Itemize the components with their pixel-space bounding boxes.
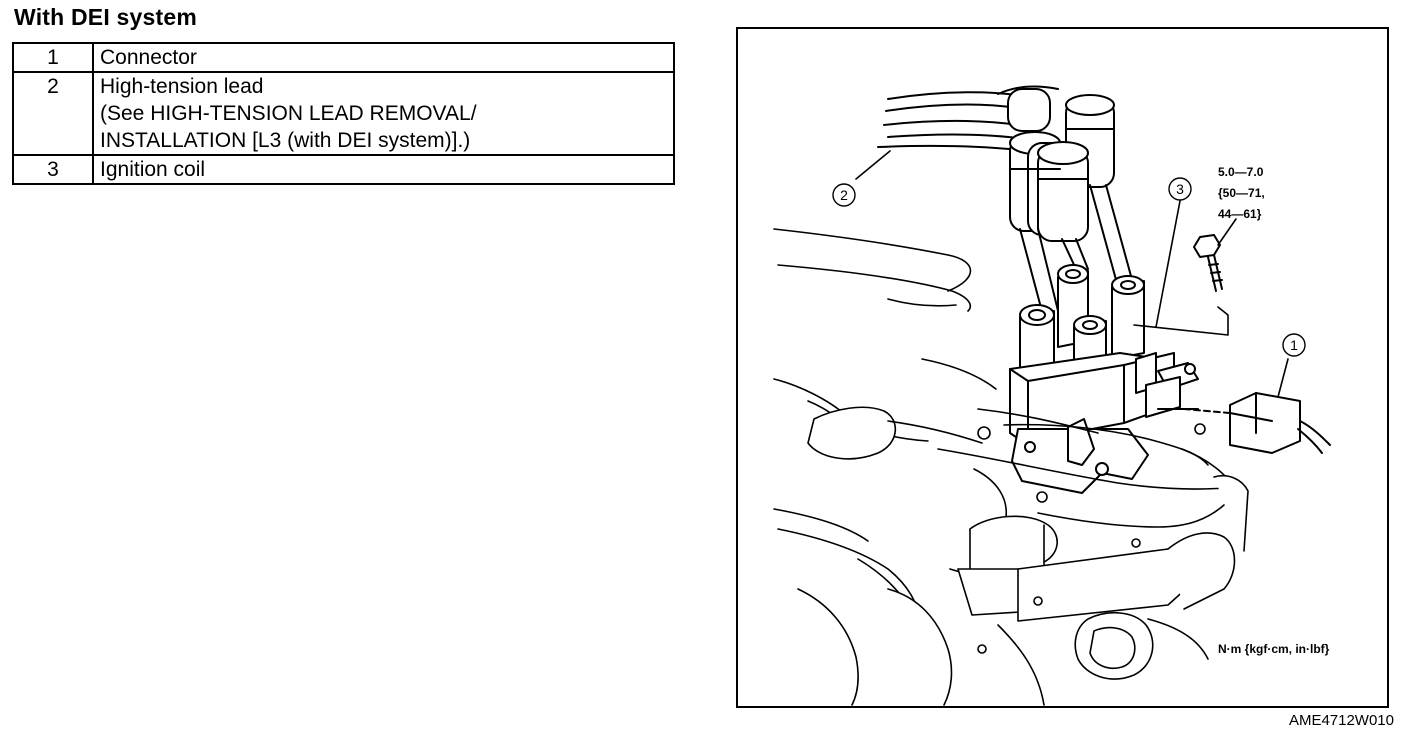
part-description-line: (See HIGH-TENSION LEAD REMOVAL/ <box>100 102 477 125</box>
callout-3-label: 3 <box>1176 181 1184 197</box>
part-description-line: Connector <box>100 46 197 69</box>
torque-spec: 5.0—7.0 {50—71, 44—61} <box>1218 165 1265 221</box>
table-row: 1 Connector <box>12 42 675 73</box>
connector-drawing <box>1183 392 1331 454</box>
part-description-line: High-tension lead <box>100 75 264 98</box>
ignition-coil-drawing <box>1009 352 1199 494</box>
part-description: High-tension lead (See HIGH-TENSION LEAD… <box>92 71 675 156</box>
table-row: 2 High-tension lead (See HIGH-TENSION LE… <box>12 71 675 156</box>
ignition-coil-illustration: 1 2 3 5.0—7.0 {50—71, 44—61} N·m {kgf·cm… <box>736 27 1389 708</box>
part-description-line: Ignition coil <box>100 158 206 181</box>
part-description: Connector <box>92 42 675 73</box>
lead-boots-drawing <box>1007 88 1115 242</box>
engine-head-drawing <box>773 228 1239 626</box>
torque-spec-line: {50—71, <box>1218 186 1265 200</box>
parts-table: 1 Connector 2 High-tension lead (See HIG… <box>12 42 675 185</box>
part-number: 1 <box>12 42 94 73</box>
callout-2-label: 2 <box>840 187 848 203</box>
table-row: 3 Ignition coil <box>12 154 675 185</box>
callout-2: 2 <box>832 183 856 207</box>
part-description: Ignition coil <box>92 154 675 185</box>
part-description-line: INSTALLATION [L3 (with DEI system)].) <box>100 129 471 152</box>
part-number: 2 <box>12 71 94 156</box>
callout-3: 3 <box>1168 177 1192 201</box>
plug-shafts-drawing <box>1019 184 1135 320</box>
torque-units: N·m {kgf·cm, in·lbf} <box>1218 642 1330 656</box>
figure-id: AME4712W010 <box>1288 712 1394 729</box>
leader-lines <box>855 150 1289 398</box>
section-heading: With DEI system <box>14 4 198 30</box>
torque-spec-line: 5.0—7.0 <box>1218 165 1264 179</box>
torque-spec-line: 44—61} <box>1218 207 1262 221</box>
callout-1: 1 <box>1282 333 1306 357</box>
engine-lower-drawing <box>797 475 1249 706</box>
callout-1-label: 1 <box>1290 337 1298 353</box>
part-number: 3 <box>12 154 94 185</box>
bolt-drawing <box>1193 234 1223 292</box>
